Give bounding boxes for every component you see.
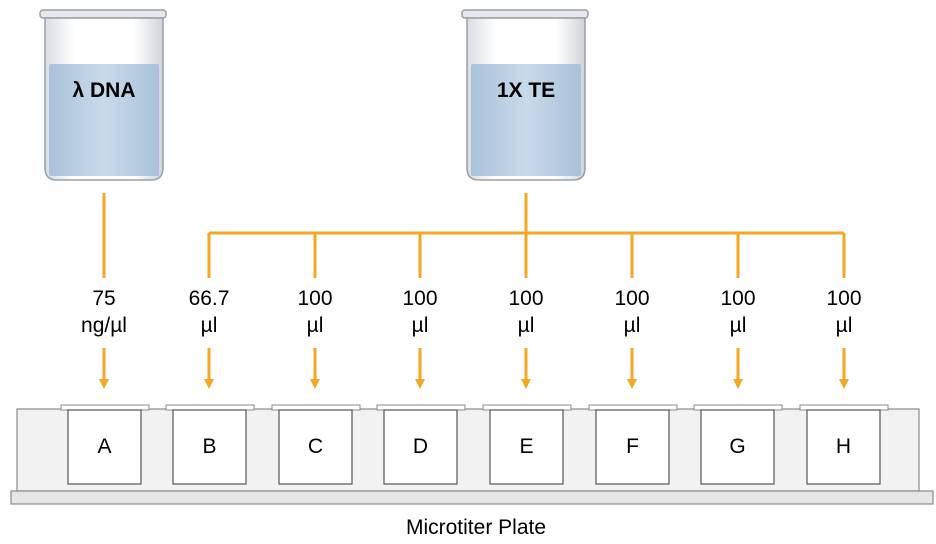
volume-label-line1: 100	[297, 287, 332, 310]
volume-label-line1: 66.7	[189, 287, 230, 310]
well-rim	[60, 404, 150, 411]
well-rim	[799, 404, 889, 411]
well-label: H	[836, 435, 851, 458]
well-label: F	[626, 435, 639, 458]
dna-beaker: λ DNA	[39, 9, 167, 181]
well-label: D	[413, 435, 428, 458]
volume-label-line1: 75	[92, 287, 115, 310]
well-box	[383, 409, 458, 485]
plate-caption: Microtiter Plate	[406, 516, 546, 539]
well-label: C	[308, 435, 323, 458]
volume-label-line1: 100	[720, 287, 755, 310]
well: C	[271, 404, 361, 485]
te-beaker: 1X TE	[461, 9, 589, 181]
volume-label-line1: 100	[508, 287, 543, 310]
well-rim	[482, 404, 572, 411]
well-box	[700, 409, 775, 485]
well-label: B	[202, 435, 216, 458]
well-box	[278, 409, 353, 485]
dna-beaker-rim	[39, 9, 167, 19]
well-rim	[588, 404, 678, 411]
well-rim	[165, 404, 255, 411]
volume-label-line2: µl	[518, 314, 535, 337]
volume-label-line2: µl	[307, 314, 324, 337]
well-label: G	[729, 435, 745, 458]
well-rim	[693, 404, 783, 411]
well-label: A	[97, 435, 111, 458]
well: B	[165, 404, 255, 485]
well-rim	[376, 404, 466, 411]
well-rim	[271, 404, 361, 411]
volume-label-line2: µl	[201, 314, 218, 337]
te-label: 1X TE	[497, 79, 555, 102]
well: A	[60, 404, 150, 485]
well-label: E	[519, 435, 533, 458]
well: G	[693, 404, 783, 485]
volume-label-line2: µl	[730, 314, 747, 337]
well-box	[172, 409, 247, 485]
volume-label-line2: ng/µl	[81, 314, 127, 337]
volume-label-line1: 100	[826, 287, 861, 310]
volume-label-line2: µl	[624, 314, 641, 337]
dna-liquid	[49, 64, 159, 176]
well: D	[376, 404, 466, 485]
volume-label-line1: 100	[614, 287, 649, 310]
volume-label-line1: 100	[402, 287, 437, 310]
volume-label-line2: µl	[412, 314, 429, 337]
well: F	[588, 404, 678, 485]
down-arrows	[99, 348, 849, 389]
well: E	[482, 404, 572, 485]
well-box	[806, 409, 881, 485]
well-box	[595, 409, 670, 485]
well: H	[799, 404, 889, 485]
volume-labels: 75 ng/µl 66.7 µl 100 µl 100 µl 100 µl 10…	[81, 287, 862, 337]
dna-label: λ DNA	[72, 79, 135, 102]
volume-label-line2: µl	[836, 314, 853, 337]
well-box	[67, 409, 142, 485]
well-box	[489, 409, 564, 485]
distribution-lines	[102, 193, 846, 278]
microtiter-plate: A B C D E F G	[10, 404, 934, 505]
plate-base	[10, 490, 934, 505]
te-beaker-rim	[461, 9, 589, 19]
plate-body	[16, 408, 920, 492]
te-liquid	[471, 64, 581, 176]
